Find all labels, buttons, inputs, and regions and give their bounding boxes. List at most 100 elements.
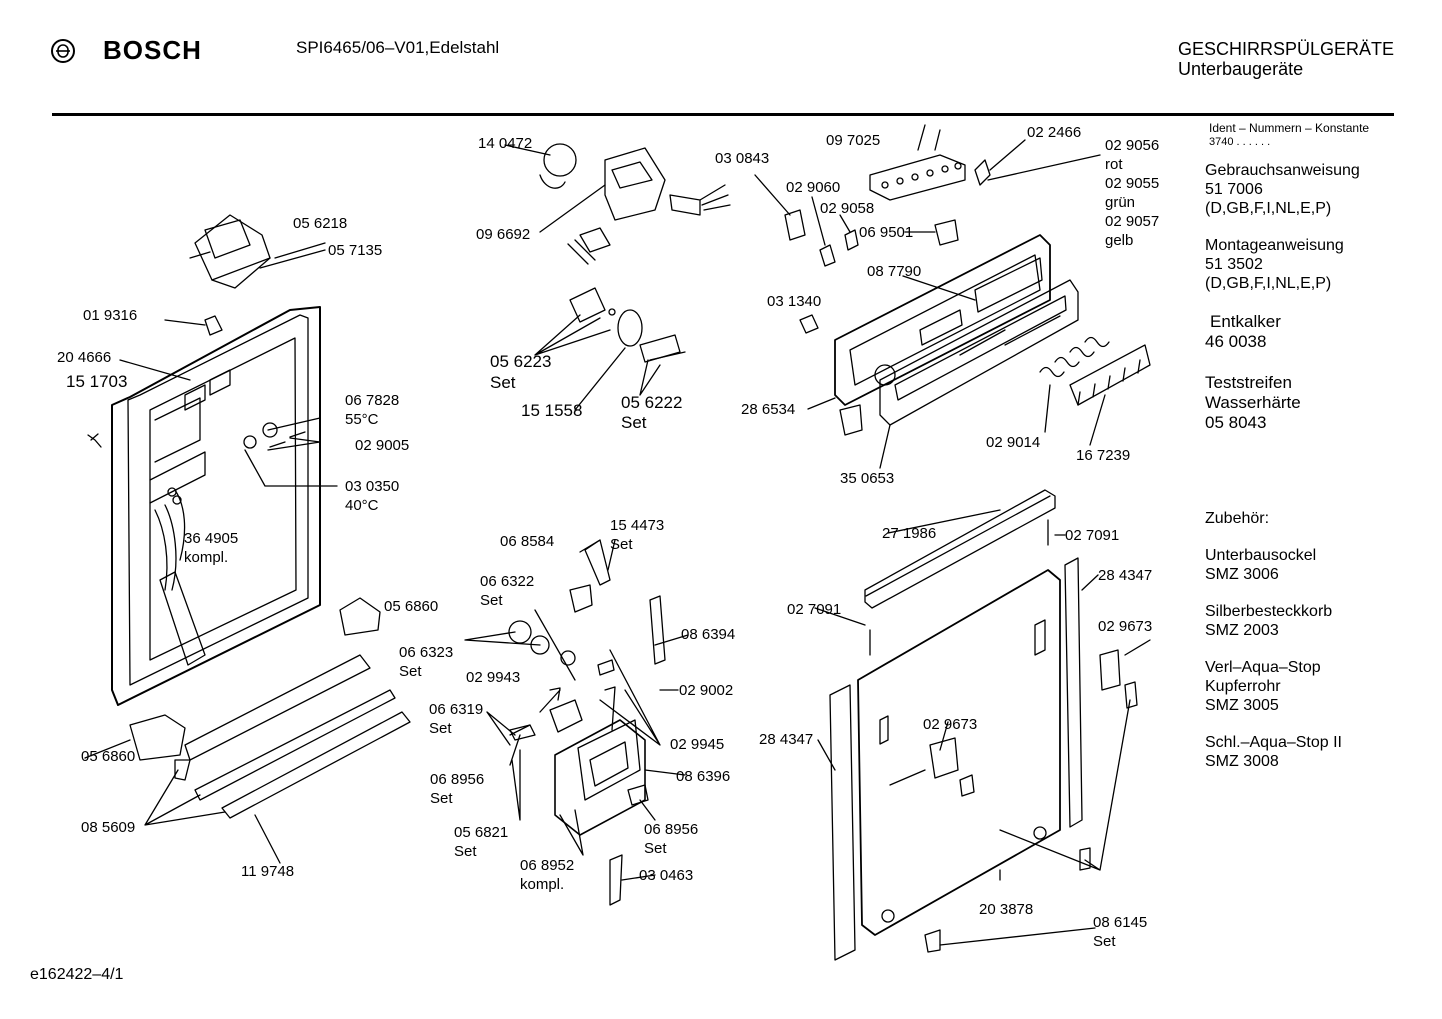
label-066322-set: Set (480, 592, 503, 609)
label-029060: 02 9060 (786, 179, 841, 196)
dosing-unit-part (509, 540, 665, 905)
acc-silberbesteckkorb-line1: Silberbesteckkorb (1205, 603, 1333, 620)
label-056860-upper: 05 6860 (384, 598, 439, 615)
acc-aquastop-line3: SMZ 3005 (1205, 697, 1279, 714)
label-029943: 02 9943 (466, 669, 521, 686)
doc-gebrauch-line3: (D,GB,F,I,NL,E,P) (1205, 200, 1332, 217)
hinges-086145-part (925, 682, 1137, 952)
label-029057-color: gelb (1105, 232, 1134, 249)
top-rail-271986-part (865, 490, 1055, 608)
label-056218: 05 6218 (293, 215, 348, 232)
label-030843: 03 0843 (715, 150, 770, 167)
label-056222: 05 6222 (621, 393, 683, 412)
label-029055: 02 9055 (1105, 175, 1160, 192)
bosch-logo-icon (50, 38, 76, 69)
label-027091-left: 02 7091 (787, 601, 842, 618)
label-086145: 08 6145 (1093, 914, 1148, 931)
label-066319: 06 6319 (429, 701, 484, 718)
doc-montage-line3: (D,GB,F,I,NL,E,P) (1205, 275, 1332, 292)
doc-teststreifen-line2: Wasserhärte (1205, 393, 1301, 412)
label-068952: 06 8952 (520, 857, 575, 874)
label-068952-kompl: kompl. (520, 876, 565, 893)
switch-block-097025-part (870, 125, 965, 200)
springs-029014-part (1040, 338, 1109, 377)
doc-teststreifen-line1: Teststreifen (1205, 373, 1292, 392)
label-027091-right: 02 7091 (1065, 527, 1120, 544)
kick-strip-part (185, 655, 370, 760)
button-069501-part (935, 220, 958, 245)
label-067828: 06 7828 (345, 392, 400, 409)
acc-unterbausockel-line1: Unterbausockel (1205, 547, 1317, 564)
doc-entkalker-line1: Entkalker (1210, 312, 1281, 331)
doc-teststreifen-line3: 05 8043 (1205, 413, 1267, 432)
acc-aquastop-line1: Verl–Aqua–Stop (1205, 659, 1321, 676)
label-066322: 06 6322 (480, 573, 535, 590)
label-056860-lower: 05 6860 (81, 748, 136, 765)
label-151558: 15 1558 (521, 401, 583, 420)
header-divider (52, 113, 1394, 116)
door-inner-panel-part (112, 307, 320, 705)
buttons-167239-part (1070, 345, 1150, 405)
label-286534: 28 6534 (741, 401, 796, 418)
label-068956-right-set: Set (644, 840, 667, 857)
acc-aquastop-line2: Kupferrohr (1205, 678, 1281, 695)
seal-strip-part (222, 712, 410, 818)
label-154473-set: Set (610, 536, 633, 553)
ident-title: Ident – Nummern – Konstante (1209, 121, 1370, 135)
label-030350-temp: 40°C (345, 497, 379, 514)
label-364905: 36 4905 (184, 530, 239, 547)
ident-value: 3740 . . . . . . (1209, 136, 1271, 148)
screws-027091-part (870, 520, 1048, 655)
foam-block-upper-part (340, 598, 380, 635)
label-204666: 20 4666 (57, 349, 112, 366)
label-056222-set: Set (621, 413, 647, 432)
doc-montage-line1: Montageanweisung (1205, 237, 1344, 254)
foam-block-lower-part (130, 715, 185, 760)
model-title: SPI6465/06–V01,Edelstahl (296, 38, 500, 57)
label-022466: 02 2466 (1027, 124, 1082, 141)
thermostat-067828-part (263, 423, 277, 437)
label-031340: 03 1340 (767, 293, 822, 310)
clip-029005-part (270, 432, 305, 447)
label-087790: 08 7790 (867, 263, 922, 280)
accessories-title: Zubehör: (1205, 510, 1270, 527)
label-364905-kompl: kompl. (184, 549, 229, 566)
label-085609: 08 5609 (81, 819, 136, 836)
label-068584: 06 8584 (500, 533, 555, 550)
thermostat-030350-part (244, 436, 256, 448)
label-029058: 02 9058 (820, 200, 875, 217)
knob-031340-part (800, 315, 818, 333)
label-167239: 16 7239 (1076, 447, 1131, 464)
doc-gebrauch-line2: 51 7006 (1205, 181, 1263, 198)
label-069501: 06 9501 (859, 224, 914, 241)
lamp-022466-part (975, 160, 990, 185)
label-140472: 14 0472 (478, 135, 533, 152)
side-rail-284347-part (830, 558, 1082, 960)
label-067828-temp: 55°C (345, 411, 379, 428)
label-056821-set: Set (454, 843, 477, 860)
doc-montage-line2: 51 3502 (1205, 256, 1263, 273)
label-030463: 03 0463 (639, 867, 694, 884)
acc-silberbesteckkorb-line2: SMZ 2003 (1205, 622, 1279, 639)
label-284347-right: 28 4347 (1098, 567, 1153, 584)
clip-019316-part (205, 316, 222, 335)
label-029056-color: rot (1105, 156, 1123, 173)
label-086145-set: Set (1093, 933, 1116, 950)
label-057135: 05 7135 (328, 242, 383, 259)
label-350653: 35 0653 (840, 470, 895, 487)
label-029055-color: grün (1105, 194, 1136, 211)
label-086396: 08 6396 (676, 768, 731, 785)
label-029002: 02 9002 (679, 682, 734, 699)
label-029945: 02 9945 (670, 736, 725, 753)
label-068956-left-set: Set (430, 790, 453, 807)
door-handle-part (190, 215, 270, 288)
screw-151703-part (88, 434, 101, 447)
door-outer-panel-part (858, 570, 1060, 935)
label-068956-left: 06 8956 (430, 771, 485, 788)
acc-aquastop2-line2: SMZ 3008 (1205, 753, 1279, 770)
label-029014: 02 9014 (986, 434, 1041, 451)
label-029056: 02 9056 (1105, 137, 1160, 154)
label-056223: 05 6223 (490, 352, 552, 371)
